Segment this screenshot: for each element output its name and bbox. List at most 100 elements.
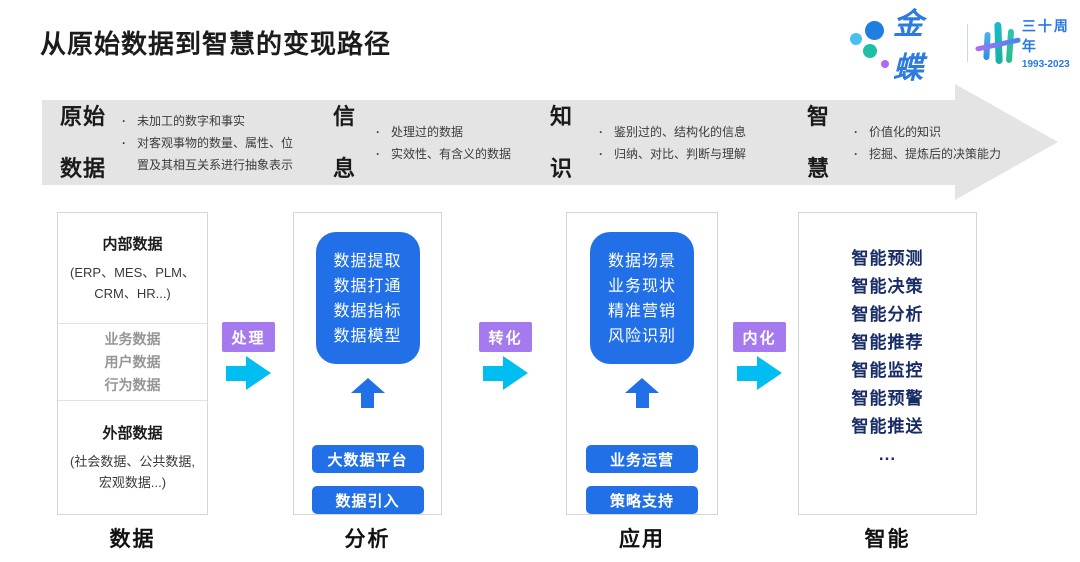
- intel-item: 智能推荐: [851, 332, 924, 352]
- up-arrow-stem: [635, 393, 649, 408]
- stage-label: 原始 数据: [60, 78, 106, 208]
- intel-item: 智能监控: [851, 360, 924, 380]
- internal-data-title: 内部数据: [102, 235, 163, 253]
- up-arrow-head: [350, 378, 385, 393]
- logo-dot-cyan: [850, 33, 862, 45]
- bullet-item: 实效性、有含义的数据: [374, 143, 526, 165]
- brand-name: 金蝶: [893, 8, 926, 85]
- card-line: 精准营销: [607, 303, 676, 320]
- anniversary-block: 三十周年 1993-2023: [975, 16, 1080, 70]
- column-analysis: 数据提取 数据打通 数据指标 数据模型 大数据平台 数据引入: [293, 212, 442, 515]
- column-intelligence: 智能预测 智能决策 智能分析 智能推荐 智能监控 智能预警 智能推送 ...: [798, 212, 977, 515]
- stage-raw-data: 原始 数据 未加工的数字和事实 对客观事物的数量、属性、位置及其相互关系进行抽象…: [60, 100, 298, 185]
- right-arrow-head: [246, 356, 271, 390]
- business-operation-button: 业务运营: [586, 445, 698, 473]
- stage-label-line: 数据: [60, 155, 107, 181]
- stage-bullets: 价值化的知识 挖掘、提炼后的决策能力: [852, 121, 1004, 165]
- right-arrow-stem: [737, 365, 757, 381]
- footer-data: 数据: [109, 528, 156, 551]
- external-data-sub: (社会数据、公共数据, 宏观数据...): [70, 454, 195, 490]
- stage-label-line: 息: [333, 155, 357, 181]
- application-card: 数据场景 业务现状 精准营销 风险识别: [590, 232, 694, 364]
- strategy-support-button: 策略支持: [586, 486, 698, 514]
- data-type-item: 行为数据: [104, 376, 161, 393]
- up-arrow-icon: [625, 378, 659, 408]
- stage-label: 智 慧: [807, 78, 830, 208]
- right-arrow-head: [757, 356, 782, 390]
- bullet-item: 价值化的知识: [852, 121, 1004, 143]
- stage-information: 信 息 处理过的数据 实效性、有含义的数据: [333, 100, 526, 185]
- anniversary-years: 1993-2023: [1021, 59, 1070, 70]
- logo-divider: [966, 24, 968, 62]
- footer-application: 应用: [619, 528, 665, 551]
- intel-item: 智能推送: [851, 416, 924, 436]
- right-arrow-head: [503, 356, 528, 390]
- page-title: 从原始数据到智慧的变现路径: [40, 29, 392, 59]
- anniversary-text: 三十周年 1993-2023: [1022, 16, 1080, 70]
- data-type-item: 用户数据: [104, 353, 161, 370]
- card-line: 数据指标: [333, 303, 402, 320]
- bullet-item: 鉴别过的、结构化的信息: [597, 121, 759, 143]
- up-arrow-icon: [350, 378, 385, 408]
- bullet-item: 归纳、对比、判断与理解: [597, 143, 759, 165]
- stage-label: 知 识: [550, 78, 573, 208]
- kingdee-logo: 金蝶 三十周年 1993-2023: [846, 8, 1080, 85]
- card-line: 数据场景: [607, 253, 676, 270]
- stage-wisdom: 智 慧 价值化的知识 挖掘、提炼后的决策能力: [807, 100, 1004, 185]
- footer-intelligence: 智能: [864, 528, 911, 551]
- card-line: 数据打通: [333, 278, 402, 295]
- stage-label-line: 知: [550, 103, 574, 129]
- transform-badge: 转化: [479, 322, 532, 352]
- right-arrow-icon: [483, 356, 528, 390]
- dikw-arrow-banner: 原始 数据 未加工的数字和事实 对客观事物的数量、属性、位置及其相互关系进行抽象…: [42, 84, 1058, 200]
- kingdee-dots-icon: [846, 16, 889, 70]
- analysis-card: 数据提取 数据打通 数据指标 数据模型: [315, 232, 420, 364]
- stage-label: 信 息: [333, 78, 356, 208]
- logo-dot-purple: [881, 60, 889, 68]
- intel-item: 智能预测: [851, 248, 924, 268]
- internal-data-sub: (ERP、MES、PLM、CRM、HR...): [70, 264, 195, 301]
- up-arrow-head: [625, 378, 659, 393]
- stage-label-line: 信: [333, 103, 357, 129]
- right-arrow-stem: [483, 365, 503, 381]
- stage-label-line: 原始: [60, 103, 107, 129]
- external-data-title: 外部数据: [102, 425, 163, 442]
- right-arrow-icon: [737, 356, 782, 390]
- card-line: 数据模型: [333, 328, 402, 345]
- internalize-badge: 内化: [733, 322, 786, 352]
- stage-label-line: 慧: [807, 155, 831, 181]
- stage-bullets: 未加工的数字和事实 对客观事物的数量、属性、位置及其相互关系进行抽象表示: [120, 110, 298, 176]
- bullet-item: 处理过的数据: [374, 121, 526, 143]
- middle-data-section: 业务数据 用户数据 行为数据: [58, 323, 207, 401]
- card-line: 风险识别: [607, 328, 676, 345]
- mark-bar: [1006, 28, 1015, 64]
- big-data-platform-button: 大数据平台: [311, 445, 424, 473]
- right-arrow-icon: [226, 356, 271, 390]
- process-badge: 处理: [222, 322, 275, 352]
- data-type-item: 业务数据: [104, 330, 161, 347]
- stage-label-line: 识: [550, 155, 574, 181]
- intel-item: 智能分析: [851, 304, 924, 324]
- logo-dot-teal: [863, 44, 877, 58]
- right-arrow-stem: [226, 365, 246, 381]
- data-import-button: 数据引入: [311, 486, 424, 514]
- stage-bullets: 处理过的数据 实效性、有含义的数据: [374, 121, 526, 165]
- bullet-item: 未加工的数字和事实: [120, 110, 298, 132]
- up-arrow-stem: [361, 393, 374, 408]
- intel-item: 智能预警: [851, 388, 924, 408]
- column-data: 内部数据 (ERP、MES、PLM、CRM、HR...) 业务数据 用户数据 行…: [57, 212, 208, 515]
- card-line: 业务现状: [607, 278, 676, 295]
- internal-data-section: 内部数据 (ERP、MES、PLM、CRM、HR...): [58, 213, 207, 323]
- bullet-item: 挖掘、提炼后的决策能力: [852, 143, 1004, 165]
- intel-item-ellipsis: ...: [878, 444, 897, 464]
- bullet-item: 对客观事物的数量、属性、位置及其相互关系进行抽象表示: [120, 132, 298, 176]
- stage-label-line: 智: [807, 103, 831, 129]
- anniversary-mark-icon: [975, 16, 1022, 70]
- stage-bullets: 鉴别过的、结构化的信息 归纳、对比、判断与理解: [597, 121, 759, 165]
- anniversary-label: 三十周年: [1021, 18, 1070, 54]
- intel-item: 智能决策: [851, 276, 924, 296]
- card-line: 数据提取: [333, 253, 402, 270]
- external-data-section: 外部数据 (社会数据、公共数据, 宏观数据...): [58, 401, 207, 514]
- stage-knowledge: 知 识 鉴别过的、结构化的信息 归纳、对比、判断与理解: [550, 100, 759, 185]
